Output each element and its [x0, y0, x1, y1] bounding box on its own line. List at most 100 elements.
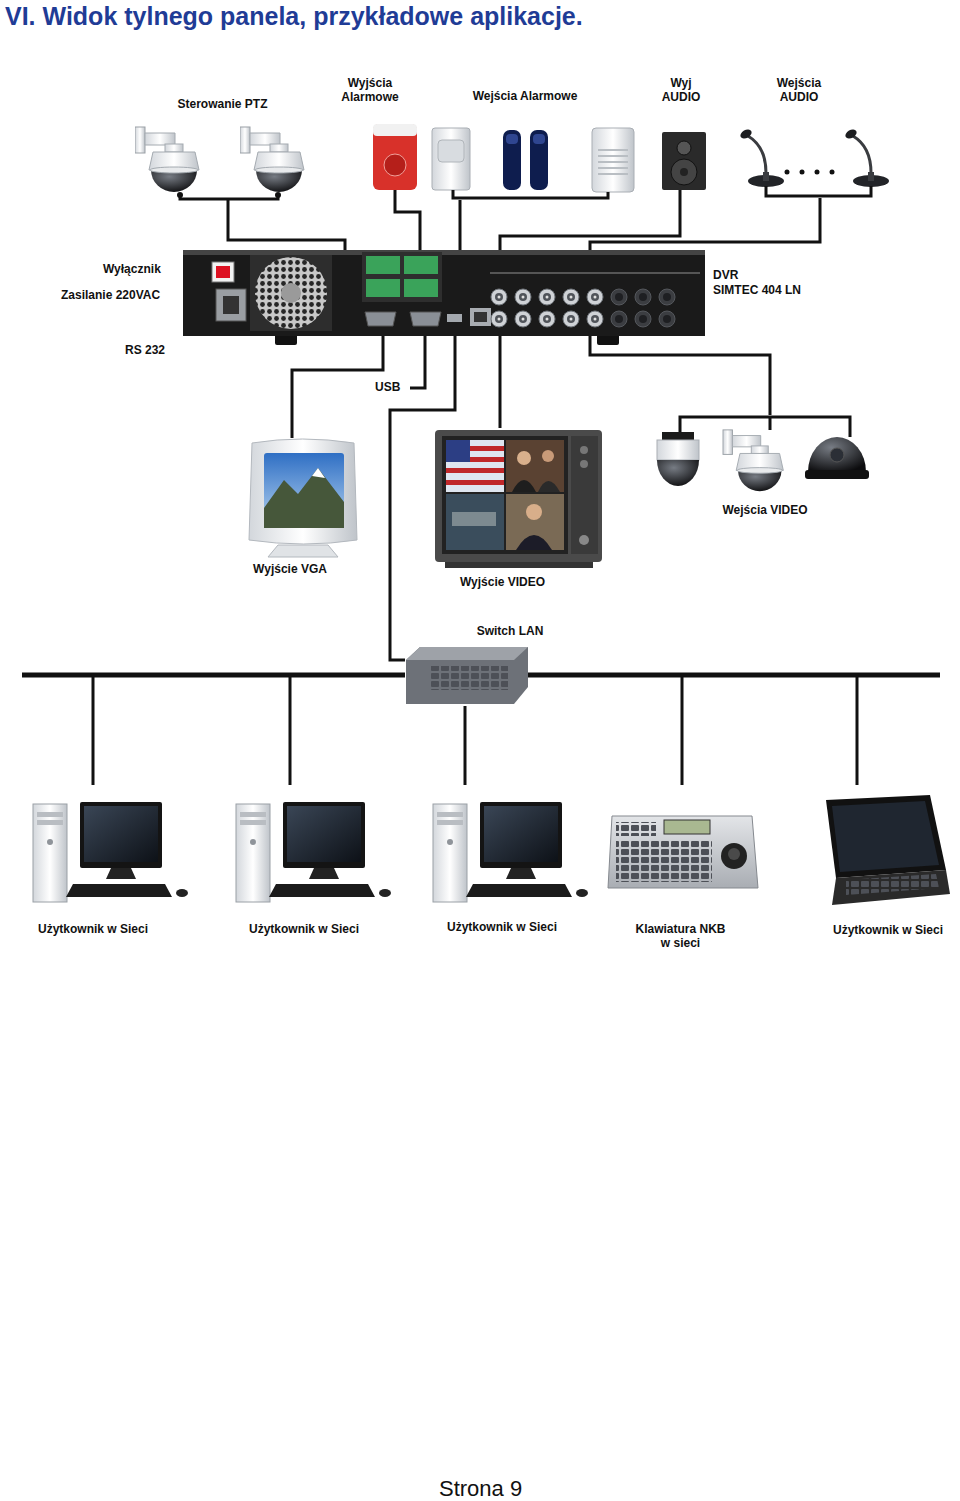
video-monitor: [517, 451, 531, 465]
nkb-keyboard: [616, 822, 656, 836]
device-label: Wejścia VIDEO: [710, 503, 820, 517]
alarm-siren: [373, 124, 417, 136]
lan-switch: [406, 647, 528, 660]
video-monitor: [542, 450, 554, 462]
microphones: [815, 170, 820, 175]
dvr-recorder: [539, 289, 555, 305]
laptop: [832, 870, 950, 905]
speaker: [680, 168, 688, 176]
network-pcs: [33, 802, 588, 902]
wire-connector: [290, 675, 405, 785]
wire-connector: [555, 675, 857, 785]
vga-monitor: [268, 545, 338, 557]
network-pcs: [236, 802, 391, 902]
device-node: Switch LAN: [405, 620, 555, 706]
laptop: [826, 795, 946, 878]
device-label: Wyj AUDIO: [658, 76, 704, 104]
alarm-sensors: [432, 128, 470, 190]
alarm-sensors: [592, 128, 634, 192]
video-monitor: [580, 446, 588, 454]
wire-connector: [590, 336, 770, 415]
wire-connector: [228, 200, 345, 250]
vga-monitor: [249, 439, 357, 544]
video-monitor: [580, 460, 588, 468]
dvr-recorder: [611, 289, 627, 305]
device-node: Wyjście VIDEO: [432, 428, 607, 593]
dvr-recorder: [366, 256, 400, 274]
vga-monitor: [249, 439, 357, 557]
ptz-camera-group: [180, 195, 278, 199]
dvr-recorder: [183, 250, 705, 345]
alarm-sensors: [503, 130, 521, 190]
lan-switch: [406, 647, 528, 704]
microphones: [800, 170, 805, 175]
lan-switch: [430, 666, 508, 690]
wire-connector: [93, 675, 405, 785]
video-monitor: [442, 436, 568, 554]
wire-connector: [590, 198, 820, 250]
video-cameras: [830, 448, 844, 462]
device-label: Wyjścia Alarmowe: [338, 76, 402, 104]
device-label: Użytkownik w Sieci: [18, 922, 168, 936]
alarm-siren: [394, 190, 397, 196]
video-cameras: [808, 437, 866, 472]
video-monitor: [538, 481, 560, 492]
wire-connector: [292, 336, 383, 438]
device-label: Wyjście VIDEO: [440, 575, 565, 589]
dvr-recorder: [183, 250, 705, 336]
dvr-recorder: [491, 311, 507, 327]
device-node: Wejścia Alarmowe: [428, 86, 636, 200]
video-cameras: [657, 417, 869, 491]
video-monitor: [445, 562, 593, 568]
nkb-keyboard: [608, 816, 758, 888]
device-node: Wyjścia Alarmowe: [336, 74, 420, 196]
dvr-recorder: [447, 314, 462, 322]
ptz-camera-group: [135, 127, 304, 199]
device-label: Switch LAN: [467, 624, 553, 638]
device-label: DVR: [713, 268, 811, 282]
video-monitor: [470, 446, 504, 451]
video-cameras: [723, 430, 783, 491]
microphones: [739, 128, 784, 187]
video-monitor: [435, 430, 602, 562]
dvr-recorder: [659, 311, 675, 327]
usb-leader: [410, 336, 425, 388]
nkb-keyboard: [616, 840, 712, 882]
video-monitor: [512, 480, 536, 492]
speaker: [679, 190, 682, 192]
video-monitor: [446, 440, 504, 492]
dvr-recorder: [587, 289, 603, 305]
video-monitor: [446, 494, 504, 550]
alarm-sensors: [506, 134, 518, 144]
vga-monitor: [264, 468, 344, 528]
device-label: Wejścia Alarmowe: [460, 89, 590, 103]
device-label: SIMTEC 404 LN: [713, 283, 811, 297]
device-node: Użytkownik w Sieci: [18, 785, 198, 945]
speaker: [677, 141, 691, 155]
device-label: Użytkownik w Sieci: [823, 923, 953, 937]
dvr-recorder: [635, 289, 651, 305]
ptz-camera-group: [240, 127, 304, 192]
speaker: [671, 159, 697, 185]
alarm-siren: [384, 154, 406, 176]
video-monitor: [506, 494, 564, 550]
page-number: Strona 9: [436, 1476, 525, 1501]
dvr-recorder: [515, 289, 531, 305]
speaker: [662, 132, 706, 192]
dvr-recorder: [366, 279, 400, 297]
video-monitor: [571, 436, 598, 554]
laptop: [846, 874, 939, 895]
laptop: [826, 795, 950, 905]
video-monitor: [579, 535, 589, 545]
laptop: [832, 801, 939, 872]
device-node: Wejścia AUDIO: [733, 74, 893, 198]
video-cameras: [662, 432, 694, 440]
dvr-recorder: [183, 250, 705, 255]
device-node: Wyj AUDIO: [652, 74, 712, 192]
video-monitor: [446, 440, 470, 462]
alarm-siren: [373, 124, 417, 196]
dvr-recorder: [216, 289, 246, 321]
microphones: [785, 170, 790, 175]
